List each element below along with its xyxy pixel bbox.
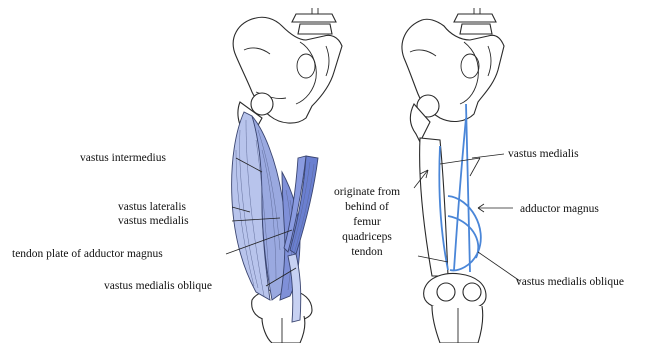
right-femur-icon: [410, 95, 486, 343]
label-vastus-lateralis: vastus lateralis: [118, 201, 186, 213]
label-originate-line1: originate from: [322, 186, 412, 198]
label-vastus-medialis-oblique-left: vastus medialis oblique: [104, 280, 212, 292]
label-tendon-plate: tendon plate of adductor magnus: [12, 248, 163, 260]
left-vertebra-icon: [292, 8, 336, 34]
label-quadriceps-line1: quadriceps: [322, 231, 412, 243]
label-vastus-medialis-oblique-right: vastus medialis oblique: [516, 276, 624, 288]
label-originate-group: originate from behind of femur quadricep…: [322, 186, 412, 258]
label-vastus-intermedius: vastus intermedius: [80, 152, 166, 164]
right-vertebra-icon: [454, 8, 496, 34]
label-originate-line2: behind of: [322, 201, 412, 213]
label-vastus-medialis-right: vastus medialis: [508, 148, 579, 160]
label-quadriceps-line2: tendon: [322, 246, 412, 258]
left-figure: [226, 8, 342, 343]
label-vastus-medialis-left: vastus medialis: [118, 215, 189, 227]
label-originate-line3: femur: [322, 216, 412, 228]
label-adductor-magnus: adductor magnus: [520, 203, 599, 215]
right-figure: [402, 8, 520, 343]
